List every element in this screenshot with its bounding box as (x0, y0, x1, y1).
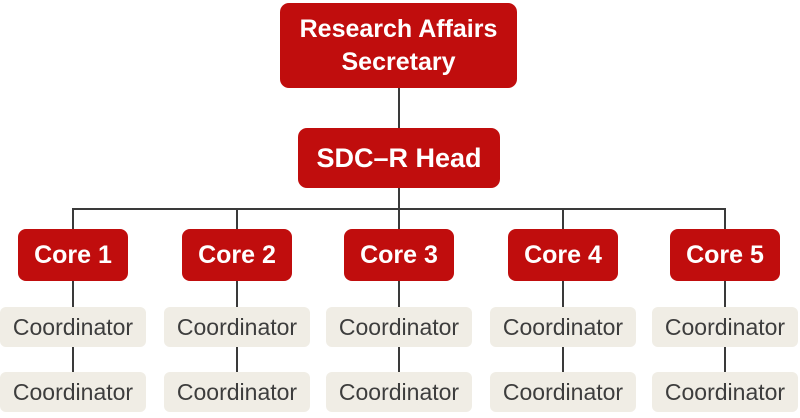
org-node-coordinator: Coordinator (490, 372, 636, 412)
org-node-coordinator: Coordinator (0, 372, 146, 412)
connector-bus-to-core-2 (236, 208, 238, 230)
connector-coordinator-to-coordinator-1 (72, 347, 74, 373)
org-node-coordinator: Coordinator (0, 307, 146, 347)
connector-head-to-bus (398, 187, 400, 210)
connector-coordinator-to-coordinator-3 (398, 347, 400, 373)
org-node-research-affairs-secretary: Research Affairs Secretary (280, 3, 517, 88)
connector-core-3-to-coordinator (398, 281, 400, 308)
connector-core-5-to-coordinator (724, 281, 726, 308)
org-node-core-3: Core 3 (344, 229, 454, 281)
org-node-coordinator: Coordinator (652, 372, 798, 412)
connector-core-1-to-coordinator (72, 281, 74, 308)
org-node-coordinator: Coordinator (164, 307, 310, 347)
connector-coordinator-to-coordinator-2 (236, 347, 238, 373)
org-node-coordinator: Coordinator (490, 307, 636, 347)
org-node-core-4: Core 4 (508, 229, 618, 281)
org-node-core-2: Core 2 (182, 229, 292, 281)
org-node-coordinator: Coordinator (326, 307, 472, 347)
org-node-coordinator: Coordinator (652, 307, 798, 347)
connector-root-to-head (398, 87, 400, 128)
org-node-sdcr-head: SDC–R Head (298, 128, 500, 188)
org-node-coordinator: Coordinator (326, 372, 472, 412)
connector-core-4-to-coordinator (562, 281, 564, 308)
connector-core-2-to-coordinator (236, 281, 238, 308)
org-node-core-5: Core 5 (670, 229, 780, 281)
connector-bus-to-core-4 (562, 208, 564, 230)
connector-coordinator-to-coordinator-5 (724, 347, 726, 373)
connector-bus-to-core-1 (72, 208, 74, 230)
org-node-core-1: Core 1 (18, 229, 128, 281)
connector-coordinator-to-coordinator-4 (562, 347, 564, 373)
connector-bus-to-core-5 (724, 208, 726, 230)
connector-bus-to-core-3 (398, 208, 400, 230)
org-node-coordinator: Coordinator (164, 372, 310, 412)
